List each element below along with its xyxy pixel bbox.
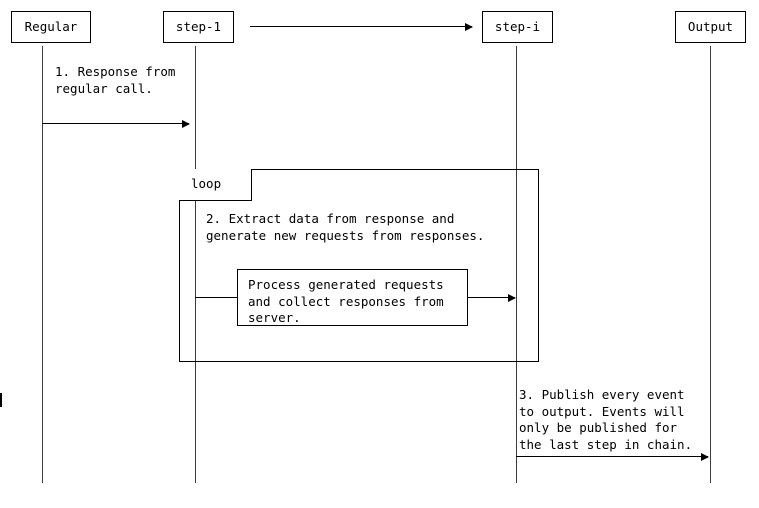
participant-label-output: Output (687, 18, 734, 34)
participant-label-step-1: step-1 (175, 18, 222, 34)
lifeline-step-1 (195, 46, 196, 483)
note-process-generated-requests: Process generated requests and collect r… (237, 269, 468, 326)
participant-box-step-1[interactable]: step-1 (163, 11, 234, 43)
loop-fragment (179, 169, 539, 362)
message-line-2-left (195, 297, 239, 298)
participant-label-regular: Regular (24, 18, 78, 34)
message-arrow-1 (42, 119, 190, 128)
message-label-1: 1. Response from regular call. (55, 64, 176, 96)
participant-box-output[interactable]: Output (675, 11, 746, 43)
participant-label-step-i: step-i (494, 18, 541, 34)
message-arrow-2-right (467, 293, 516, 302)
participant-box-step-i[interactable]: step-i (482, 11, 553, 43)
message-arrow-3 (516, 452, 709, 461)
lifeline-output (710, 46, 711, 483)
lifeline-regular (42, 46, 43, 483)
message-arrow-chain-continuation (250, 22, 473, 31)
participant-box-regular[interactable]: Regular (11, 11, 91, 43)
message-label-3: 3. Publish every event to output. Events… (519, 387, 693, 452)
loop-fragment-body-text: 2. Extract data from response and genera… (206, 211, 485, 243)
loop-fragment-operator-label: loop (179, 169, 252, 201)
lifeline-step-i (516, 46, 517, 483)
image-edge-artifact (0, 393, 2, 407)
